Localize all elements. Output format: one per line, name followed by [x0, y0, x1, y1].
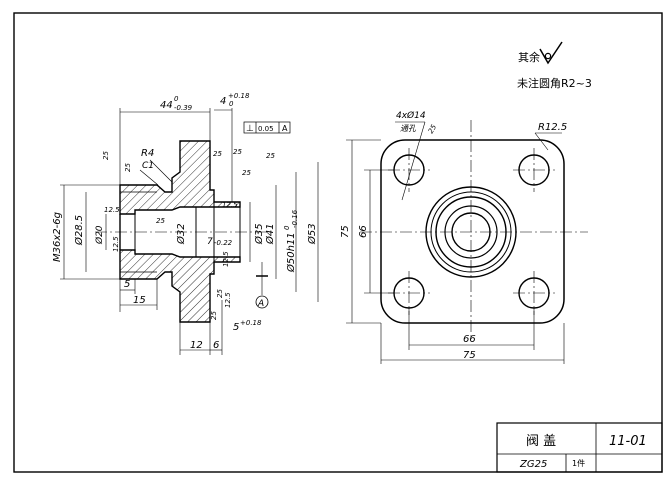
rest-roughness-label: 其余	[518, 50, 540, 64]
dim-d32: Ø32	[175, 223, 187, 245]
front-view	[360, 120, 588, 340]
dim-66-vertical: 66	[358, 225, 369, 238]
dim-d41: Ø41	[264, 223, 276, 245]
rough-25-c1: 25	[124, 163, 132, 172]
dim-holes: 4xØ14	[396, 110, 426, 121]
thru-note: 通孔	[400, 124, 417, 133]
section-roughness: 25 25 12.5 12.5 25 12.5 25 25 25 25 12.5…	[102, 148, 275, 320]
part-name: 阀 盖	[526, 434, 556, 449]
dim-5: 5	[124, 279, 130, 290]
rough-25-top4: 25	[266, 152, 275, 160]
rough-125-right: 12.5	[222, 201, 238, 209]
dim-4-tol: +0.18	[228, 92, 250, 100]
dim-5b-tol: +0.18	[240, 319, 262, 327]
dim-44: 44	[160, 100, 173, 111]
rough-25-top2: 25	[233, 148, 242, 156]
dim-44-tol-up: 0	[174, 95, 179, 103]
rough-125-low1: 12.5	[222, 251, 230, 267]
section-hatch-lower	[119, 249, 241, 323]
front-dimensions	[346, 121, 565, 364]
rough-25-top1: 25	[213, 150, 222, 158]
rough-25-left: 25	[102, 151, 110, 160]
perpendicularity-frame: ⊥ 0.05 A	[243, 121, 291, 134]
front-labels: 4xØ14 通孔 25 R12.5 75 66 66 75	[340, 110, 567, 361]
drawing-number: 11-01	[609, 434, 647, 449]
sheet-border	[13, 12, 663, 473]
dim-5b: 5	[233, 322, 239, 333]
perp-symbol: ⊥	[246, 124, 254, 134]
dim-d50-tol-up: 0	[283, 225, 291, 230]
dim-4-zero: 0	[229, 100, 234, 108]
dim-d50-tol-dn: -0.16	[291, 209, 299, 228]
dim-7: 7	[207, 237, 213, 247]
dim-d35: Ø35	[253, 223, 265, 245]
rough-25-low4: 25	[210, 311, 218, 320]
section-labels: 44 0 -0.39 4 +0.18 0 R4 C1 M36x2-6g Ø28.…	[52, 92, 318, 351]
section-view	[119, 140, 241, 323]
rough-25-top3: 25	[242, 169, 251, 177]
title-block	[496, 422, 663, 473]
dim-6: 6	[213, 340, 219, 351]
rough-25-hole: 25	[427, 123, 439, 135]
dim-m36: M36x2-6g	[52, 212, 63, 262]
dim-44-tol-dn: -0.39	[174, 104, 193, 112]
dim-r125: R12.5	[538, 122, 567, 133]
fillet-note: 未注圆角R2~3	[517, 76, 592, 90]
rough-25-bore: 25	[156, 217, 165, 225]
dim-75-horizontal: 75	[463, 350, 476, 361]
dim-d53: Ø53	[306, 223, 318, 245]
perp-ref: A	[282, 124, 288, 133]
dim-d28: Ø28.5	[73, 215, 85, 246]
dim-75-vertical: 75	[340, 225, 351, 238]
perp-value: 0.05	[258, 125, 274, 133]
rough-125-a: 12.5	[104, 206, 120, 214]
rough-125-low3: 12.5	[224, 292, 232, 308]
general-notes: 其余 未注圆角R2~3	[517, 41, 592, 90]
dim-12: 12	[190, 340, 203, 351]
rough-125-b: 12.5	[112, 236, 120, 252]
datum-a-label: A	[257, 299, 264, 309]
rough-25-low2: 25	[216, 289, 224, 298]
dim-d20: Ø20	[94, 225, 105, 245]
material: ZG25	[519, 459, 547, 470]
roughness-symbol-icon	[539, 41, 563, 65]
dim-r4: R4	[141, 148, 154, 159]
datum-a-circle	[255, 295, 269, 309]
dim-66-horizontal: 66	[463, 334, 476, 345]
dim-4: 4	[220, 96, 226, 107]
flange-outline	[380, 139, 565, 324]
quantity: 1件	[572, 458, 585, 468]
section-dimensions	[60, 108, 319, 355]
dim-d50: Ø50h11	[285, 232, 297, 273]
dim-c1: C1	[142, 161, 154, 171]
dim-7-tol: -0.22	[214, 239, 233, 247]
dim-15: 15	[133, 295, 146, 306]
